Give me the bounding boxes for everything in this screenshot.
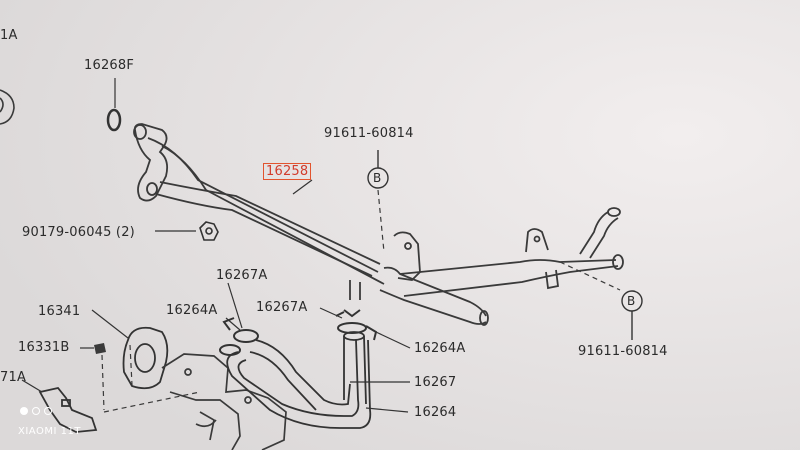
callout-16267a-top: 16267A: [216, 268, 268, 283]
camera-lens-dots-icon: [20, 407, 52, 415]
gasket-16268f: [106, 108, 122, 132]
bracket-71a: [38, 386, 98, 433]
callout-91611-60814-right: 91611-60814: [578, 344, 668, 359]
water-bypass-pipe-16258: [133, 123, 624, 326]
leader-lines: [21, 179, 411, 413]
callout-71a: 71A: [0, 370, 27, 385]
plug-16331b: [94, 343, 106, 354]
callout-16264a-right: 16264A: [414, 341, 466, 356]
callout-90179-06045: 90179-06045 (2): [22, 225, 135, 240]
gasket-16341: [122, 326, 169, 390]
callout-16268f: 16268F: [84, 58, 135, 73]
callout-1a: 1A: [0, 28, 18, 43]
hose-16264: [226, 339, 372, 429]
water-outlet-housing: [161, 353, 287, 450]
lens-dot: [20, 407, 28, 415]
callout-16264: 16264: [414, 405, 457, 420]
lens-dot: [44, 407, 52, 415]
b-marker-top: [367, 150, 389, 189]
callout-16267a-mid: 16267A: [256, 300, 308, 315]
callout-16264a-left: 16264A: [166, 303, 218, 318]
callout-16331b: 16331B: [18, 340, 70, 355]
dashed-guides: [101, 189, 621, 413]
callout-16341: 16341: [38, 304, 81, 319]
hose-16267: [249, 331, 367, 411]
lens-dot: [32, 407, 40, 415]
b-marker-right: [621, 290, 643, 340]
watermark-brand: XIAOMI 11T: [18, 426, 81, 437]
callout-16267: 16267: [414, 375, 457, 390]
left-edge-partial-part: [0, 89, 15, 125]
callout-91611-60814-top: 91611-60814: [324, 126, 414, 141]
callout-16258-highlighted: 16258: [263, 163, 312, 180]
callout-b-right: B: [627, 294, 636, 308]
bolt-90179-06045: [199, 221, 219, 241]
callout-b-top: B: [373, 171, 382, 185]
